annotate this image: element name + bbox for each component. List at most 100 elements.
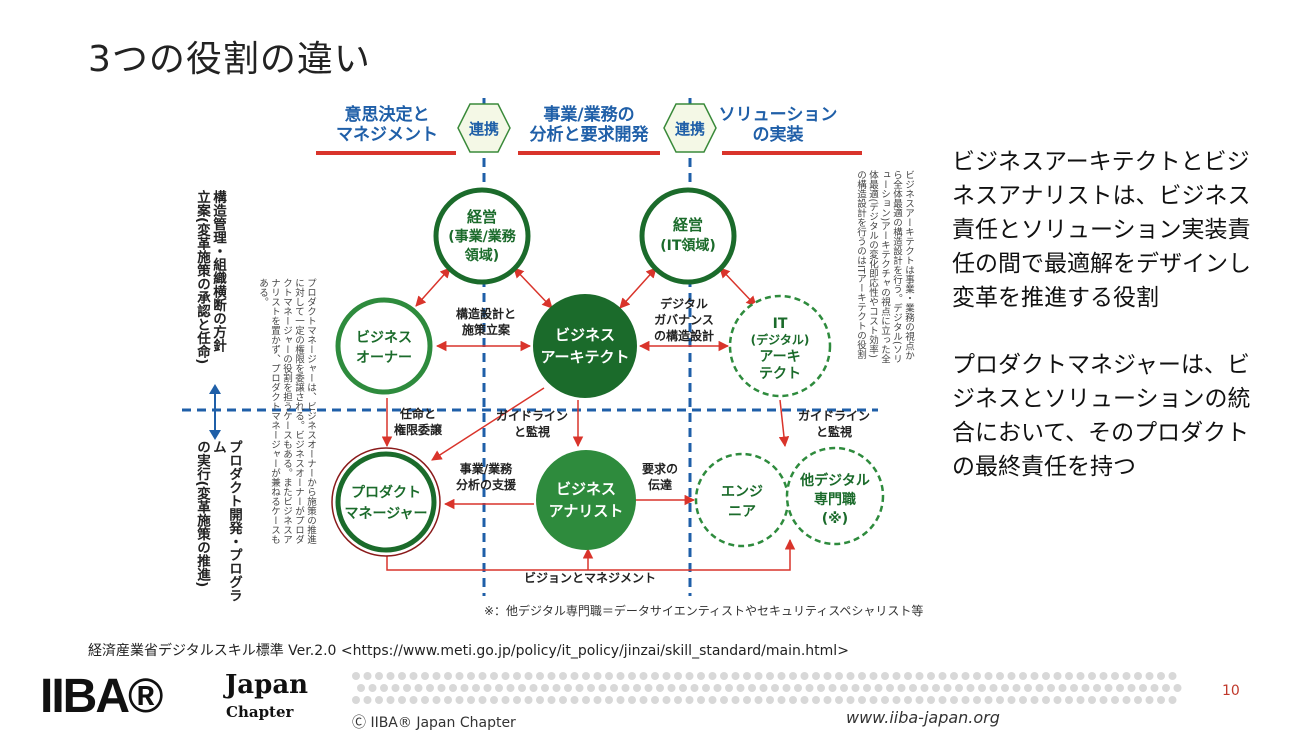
decor-dot bbox=[363, 696, 372, 704]
decor-dot bbox=[823, 672, 832, 680]
decor-dot bbox=[932, 684, 940, 692]
decor-dot bbox=[398, 696, 406, 704]
decor-dot bbox=[915, 672, 924, 680]
node-exec-it: 経営 (IT領域) bbox=[639, 187, 737, 285]
decor-dot bbox=[547, 696, 556, 704]
body-text-pm: プロダクトマネジャーは、ビジネスとソリューションの統合において、そのプロダクトの… bbox=[952, 352, 1251, 480]
decor-dot bbox=[943, 684, 952, 692]
node-it-architect: IT (デジタル) アーキ テクト bbox=[728, 294, 832, 398]
decor-dot bbox=[582, 672, 590, 680]
decor-dot bbox=[1081, 684, 1090, 692]
decor-dot bbox=[1053, 672, 1062, 680]
decor-dot bbox=[789, 672, 797, 680]
decor-dot bbox=[1042, 696, 1050, 704]
decor-dot bbox=[743, 672, 751, 680]
label-delegation-2: 権限委譲 bbox=[394, 422, 443, 437]
arrow-exec-biz-to-architect bbox=[513, 267, 553, 309]
svg-text:ビジネス: ビジネス bbox=[356, 330, 412, 346]
page-number: 10 bbox=[1222, 683, 1240, 699]
decor-dot bbox=[754, 672, 763, 680]
decor-dot bbox=[812, 696, 820, 704]
svg-text:テクト: テクト bbox=[759, 366, 801, 382]
decor-dot bbox=[616, 672, 625, 680]
decor-dot bbox=[444, 696, 452, 704]
decor-dot bbox=[386, 672, 395, 680]
decor-dot bbox=[800, 696, 809, 704]
svg-text:IT: IT bbox=[773, 316, 788, 332]
decor-dot bbox=[490, 672, 498, 680]
label-guidelines-center-2: と監視 bbox=[514, 424, 550, 439]
decor-dot bbox=[403, 684, 411, 692]
decor-dot bbox=[501, 672, 510, 680]
svg-text:オーナー: オーナー bbox=[356, 350, 412, 366]
decor-dot bbox=[667, 684, 676, 692]
decor-dot bbox=[996, 696, 1004, 704]
decor-dot bbox=[363, 672, 372, 680]
header-solution-underline bbox=[722, 151, 862, 155]
decor-dot bbox=[616, 696, 625, 704]
decor-dot bbox=[685, 672, 694, 680]
svg-text:専門職: 専門職 bbox=[814, 491, 856, 508]
decor-dot bbox=[1047, 684, 1055, 692]
arrow-exec-it-to-it-architect bbox=[719, 267, 757, 307]
decor-dot bbox=[375, 672, 383, 680]
decor-dot bbox=[490, 696, 498, 704]
link-label-left: 連携 bbox=[469, 120, 499, 138]
source-citation: 経済産業省デジタルスキル標準 Ver.2.0 <https://www.meti… bbox=[88, 643, 849, 659]
decor-dot bbox=[759, 684, 768, 692]
svg-text:経営: 経営 bbox=[673, 216, 703, 234]
decor-dot bbox=[1030, 672, 1039, 680]
decor-dot bbox=[1157, 672, 1165, 680]
decor-dot bbox=[587, 684, 595, 692]
decor-dot bbox=[1111, 696, 1119, 704]
decor-dot bbox=[869, 696, 878, 704]
decor-dot bbox=[483, 684, 492, 692]
decor-dot bbox=[950, 672, 958, 680]
arrow-architect-to-pm bbox=[431, 387, 545, 461]
decor-dot bbox=[506, 684, 515, 692]
header-decision-line2: マネジメント bbox=[336, 125, 438, 145]
decor-dot bbox=[478, 672, 487, 680]
axis-label-bottom: プロダクト開発・プログラムの実行(変革施策の推進) bbox=[194, 440, 242, 602]
node-product-manager: プロダクト マネージャー bbox=[331, 447, 441, 557]
decor-dot bbox=[524, 696, 533, 704]
decor-dot bbox=[621, 684, 630, 692]
decor-dot bbox=[628, 696, 636, 704]
decor-dot bbox=[996, 672, 1004, 680]
decor-dot bbox=[1145, 696, 1154, 704]
website-link[interactable]: www.iiba-japan.org bbox=[846, 708, 1000, 727]
link-badge-left: 連携 bbox=[457, 103, 511, 153]
decor-dot bbox=[1104, 684, 1113, 692]
decor-dot bbox=[858, 696, 866, 704]
decor-dot bbox=[352, 696, 360, 704]
header-analysis-line1: 事業/業務の bbox=[543, 104, 634, 125]
label-requirements-2: 伝達 bbox=[648, 477, 672, 492]
decor-dot bbox=[920, 684, 929, 692]
decor-dot bbox=[1001, 684, 1009, 692]
decor-dot bbox=[570, 696, 579, 704]
decor-dot bbox=[989, 684, 998, 692]
decor-dot bbox=[368, 684, 377, 692]
svg-text:領域): 領域) bbox=[465, 247, 499, 264]
decor-dot bbox=[398, 672, 406, 680]
note-right: ビジネスアーキテクトは事業・業務の視点から全体最適の構造設計を行う。デジタル(ソ… bbox=[855, 170, 914, 364]
decor-dot bbox=[863, 684, 871, 692]
decor-dot bbox=[1099, 672, 1108, 680]
svg-text:他デジタル: 他デジタル bbox=[799, 472, 870, 489]
dot-pattern bbox=[352, 672, 1182, 704]
header-solution-line1: ソリューション bbox=[719, 105, 838, 125]
decor-dot bbox=[869, 672, 878, 680]
decor-dot bbox=[375, 696, 383, 704]
decor-dot bbox=[817, 684, 825, 692]
label-governance-1: デジタル bbox=[660, 296, 708, 311]
decor-dot bbox=[610, 684, 618, 692]
node-business-architect: ビジネス アーキテクト bbox=[533, 294, 637, 398]
decor-dot bbox=[1042, 672, 1050, 680]
decor-dot bbox=[421, 672, 429, 680]
decor-dot bbox=[501, 696, 510, 704]
arrow-exec-biz-to-owner bbox=[415, 267, 451, 307]
axis-label-top: 構造管理・組織横断の方針立案(変革施策の承認と任命) bbox=[194, 190, 226, 365]
decor-dot bbox=[886, 684, 894, 692]
decor-dot bbox=[731, 696, 740, 704]
decor-dot bbox=[552, 684, 561, 692]
